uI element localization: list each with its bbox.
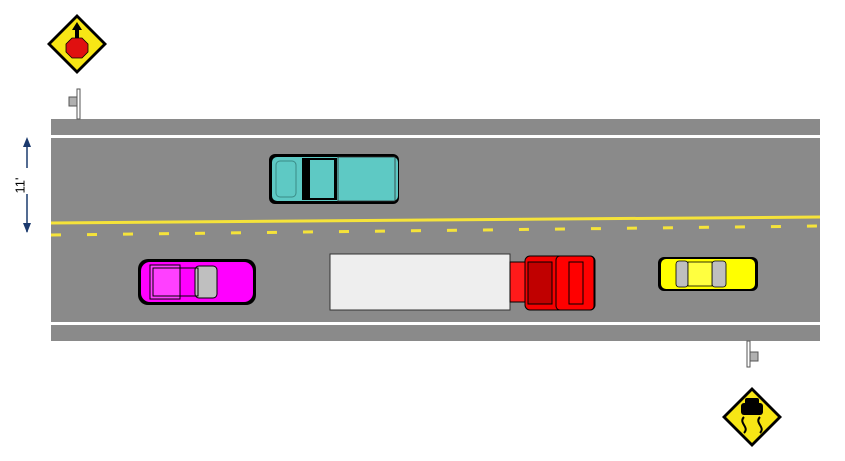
sedan	[658, 257, 758, 291]
lane-width-dimension	[20, 137, 34, 233]
slippery-when-wet-sign	[722, 387, 782, 447]
stop-ahead-icon	[65, 22, 89, 59]
arrow-up-icon	[23, 137, 31, 147]
suv	[138, 259, 256, 305]
slippery-road-icon	[741, 398, 763, 434]
tractor-trailer	[329, 253, 596, 311]
stop-ahead-sign	[47, 14, 107, 74]
sign-post-bottom	[746, 340, 759, 368]
lane-width-label: 11'	[12, 177, 28, 194]
center-solid-line	[50, 215, 821, 225]
pickup-truck	[269, 154, 399, 204]
sign-post-top	[68, 88, 81, 120]
arrow-down-icon	[23, 223, 31, 233]
